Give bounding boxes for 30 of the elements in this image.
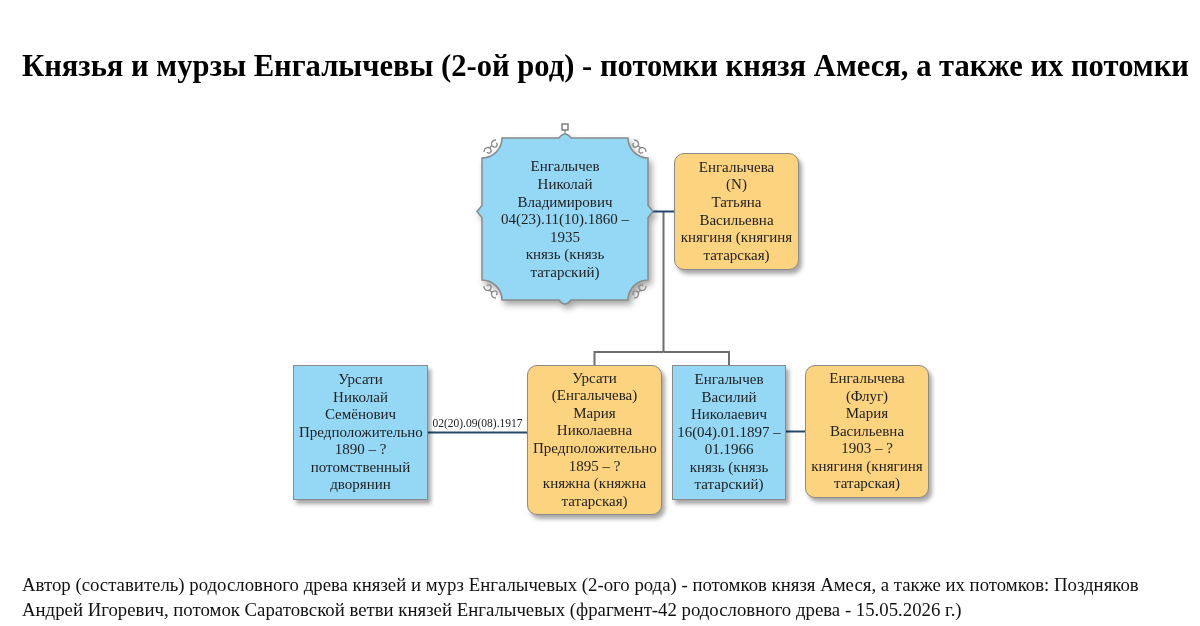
connector-line [662, 351, 730, 366]
ornate-person-card [477, 124, 653, 308]
diagram-title: Князья и мурзы Енгалычевы (2-ой род) - потомки князя Амеся, а также их потомки [22, 48, 1189, 84]
life-dates: Предположительно 1895 – ? [533, 440, 656, 476]
person-name: Урсати Николай Семёнович [324, 370, 397, 424]
rank-title: княгиня (княгиня татарская) [679, 229, 794, 265]
life-dates: 1903 – ? [840, 440, 894, 458]
person-card [805, 365, 929, 498]
rank-title: потомственный дворянин [309, 458, 412, 495]
connector-line [785, 430, 806, 433]
caption-text: Автор (составитель) родословного древа князей и мурз Енгалычевых (2-ого рода) - потомков князя Амеся, а также их потомков: Поздняков Андрей Игоревич, потомок Саратовской ветви князей Енгалычевых (фрагмент-42 родословного древа - 15.05.2026 г.) [22, 573, 1140, 622]
connector-line [652, 210, 675, 213]
rank-title: князь (князь татарский) [524, 246, 606, 282]
person-name: Енгалычев Василий Николаевич [690, 370, 768, 424]
rank-title: княгиня (княгиня татарская) [810, 457, 924, 494]
rank-title: княжна (княжна татарская) [541, 475, 648, 511]
person-name: Енгалычев Николай Владимирович [517, 158, 613, 212]
edge-label: 02(20).09(08).1917 [431, 415, 524, 430]
connector-line [427, 431, 528, 434]
person-card [293, 365, 428, 500]
life-dates: Предположительно 1890 – ? [299, 423, 422, 459]
person-card [672, 365, 786, 500]
person-name: Енгалычева (N) Татьяна Васильевна [698, 158, 775, 230]
connector-line [662, 210, 665, 353]
person-card [527, 365, 662, 515]
person-name: Енгалычева (Флуг) Мария Васильевна [829, 369, 905, 441]
person-card [674, 153, 799, 270]
person-name: Урсати (Енгалычева) Мария Николаевна [551, 369, 638, 440]
rank-title: князь (князь татарский) [688, 458, 770, 495]
connector-line [593, 351, 665, 366]
